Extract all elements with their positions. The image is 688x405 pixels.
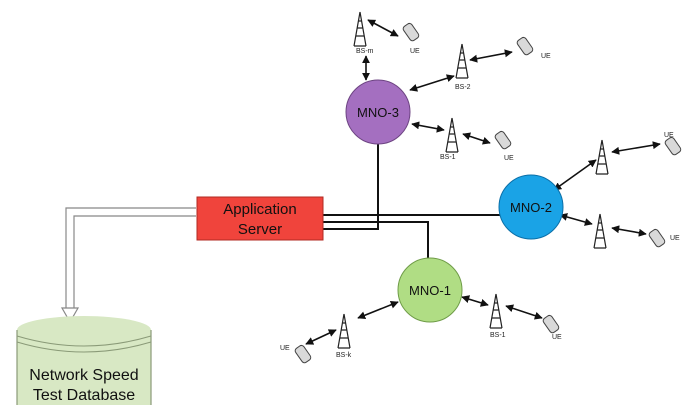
- label-bs-1-mno1: BS-1: [490, 332, 506, 339]
- label-ue-mno1-left: UE: [280, 345, 290, 352]
- server-wires: [323, 143, 505, 262]
- phone-ue-mno2-top: [664, 136, 682, 156]
- phone-ue-mno3-right: [516, 36, 534, 56]
- label-ue-mno1-right: UE: [552, 334, 562, 341]
- database-top: [17, 316, 151, 344]
- label-ue-mno3-bottom: UE: [504, 155, 514, 162]
- mno1-label: MNO-1: [409, 283, 451, 298]
- database-label-line2: Test Database: [33, 387, 135, 404]
- application-server-label-line2: Server: [238, 221, 282, 238]
- mno2-node: [498, 174, 564, 240]
- tower-bs-m: [353, 11, 367, 47]
- application-server-label-line1: Application: [223, 201, 296, 218]
- label-ue-mno3-right: UE: [541, 53, 551, 60]
- mno2-cluster: MNO-2 UE UE: [498, 132, 682, 249]
- phone-ue-mno1-right: [542, 314, 560, 334]
- mno1-cluster: MNO-1 BS-k UE BS-1 UE: [280, 257, 562, 364]
- database-label-line1: Network Speed: [29, 367, 138, 384]
- phone-ue-mno2-bottom: [648, 228, 666, 248]
- tower-mno2-bottom: [593, 213, 607, 249]
- mno3-label: MNO-3: [357, 105, 399, 120]
- application-server: Application Server: [196, 196, 324, 241]
- label-ue-mno3-top: UE: [410, 48, 420, 55]
- label-bs-m: BS-m: [356, 48, 374, 55]
- phone-ue-mno3-bottom: [494, 130, 512, 150]
- label-bs-1-mno3: BS-1: [440, 154, 456, 161]
- server-to-database-path: [60, 207, 196, 324]
- tower-bs-1-mno3: [445, 117, 459, 153]
- tower-bs-1-mno1: [489, 293, 503, 329]
- mno3-node: [345, 79, 411, 145]
- database-cylinder: Network Speed Test Database: [16, 316, 152, 405]
- label-bs-2: BS-2: [455, 84, 471, 91]
- label-ue-mno2-bottom: UE: [670, 235, 680, 242]
- phone-ue-mno3-top: [402, 22, 420, 42]
- tower-bs-2: [455, 43, 469, 79]
- label-bs-k: BS-k: [336, 352, 352, 359]
- mno2-label: MNO-2: [510, 200, 552, 215]
- mno1-node: [397, 257, 463, 323]
- label-ue-mno2-top: UE: [664, 132, 674, 139]
- phone-ue-mno1-left: [294, 344, 312, 364]
- mno3-cluster: MNO-3 BS-m UE BS-2 UE BS-1 UE: [345, 11, 551, 162]
- application-server-box: [196, 196, 324, 241]
- tower-mno2-top: [595, 139, 609, 175]
- tower-bs-k: [337, 313, 351, 349]
